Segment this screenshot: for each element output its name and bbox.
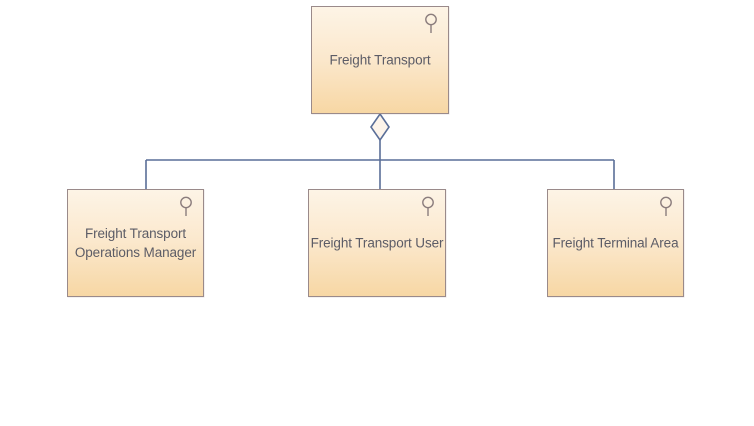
element-label: Freight Transport — [329, 52, 431, 68]
element-freight-terminal-area[interactable]: Freight Terminal Area — [547, 189, 684, 297]
stakeholder-icon — [180, 196, 192, 216]
stakeholder-icon — [422, 196, 434, 216]
element-label: Freight Transport Operations Manager — [74, 226, 197, 260]
stakeholder-icon — [660, 196, 672, 216]
element-freight-transport-user[interactable]: Freight Transport User — [308, 189, 446, 297]
element-label: Freight Transport User — [310, 235, 444, 251]
element-freight-transport-operations-manager[interactable]: Freight Transport Operations Manager — [67, 189, 204, 297]
aggregation-diamond — [370, 112, 390, 142]
stakeholder-icon — [425, 13, 437, 33]
element-freight-transport[interactable]: Freight Transport — [311, 6, 449, 114]
element-label: Freight Terminal Area — [552, 235, 679, 251]
